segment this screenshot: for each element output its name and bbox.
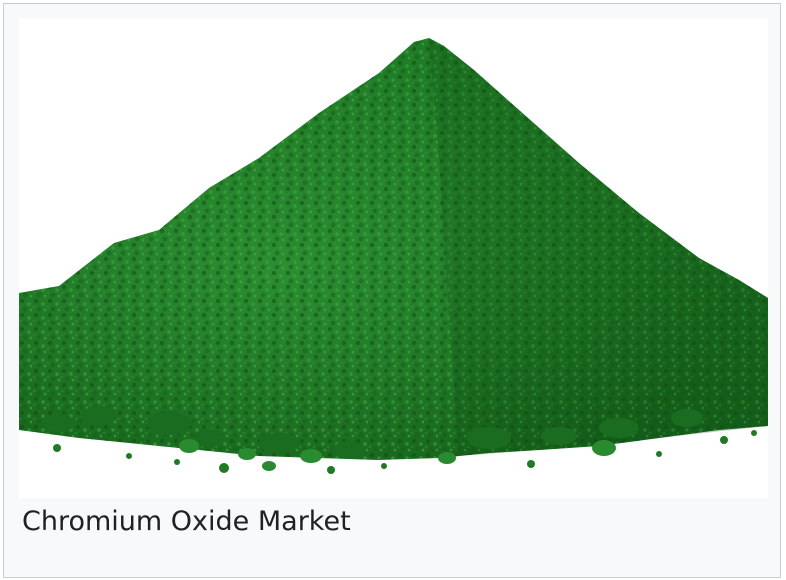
chromium-oxide-powder-image[interactable] <box>19 18 768 498</box>
powder-pile-illustration <box>19 18 768 498</box>
figure-caption: Chromium Oxide Market <box>22 506 351 537</box>
image-figure-card: Chromium Oxide Market <box>3 3 781 578</box>
